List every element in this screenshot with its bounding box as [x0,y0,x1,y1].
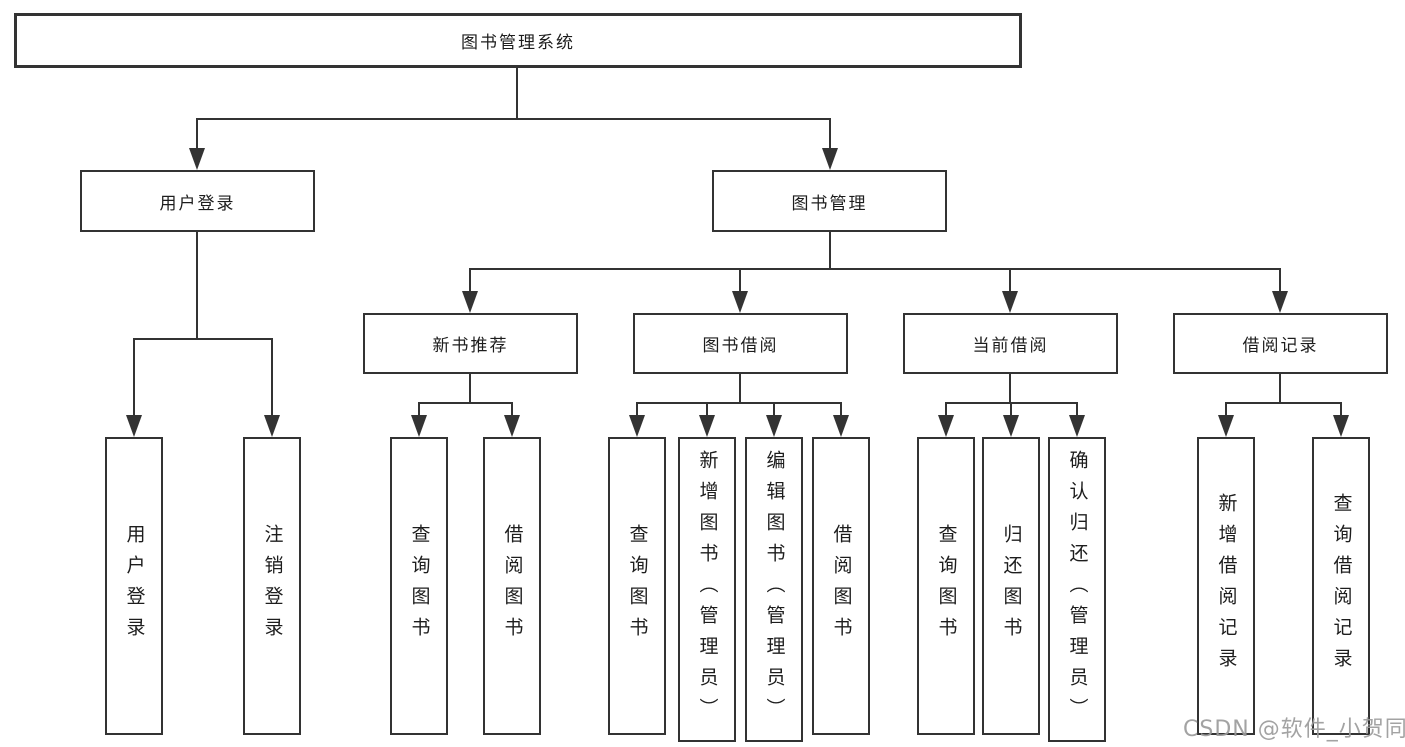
arrow-down-icon [1272,291,1288,313]
connector-vline [773,404,775,415]
node-confirm-return-admin-label: 确认归还（管理员） [1066,450,1089,729]
node-new-book-recommend: 新书推荐 [363,313,578,374]
connector-vline [1009,374,1011,404]
arrow-down-icon [822,148,838,170]
node-query-book-borrow-label: 查询图书 [626,524,649,648]
connector-vline [1076,404,1078,415]
node-query-borrow-record-label: 查询借阅记录 [1330,493,1353,679]
node-edit-book-admin-label: 编辑图书（管理员） [763,450,786,729]
connector-vline [829,120,831,148]
arrow-down-icon [1002,291,1018,313]
connector-hline [418,402,513,404]
connector-vline [739,270,741,291]
node-current-borrow-label: 当前借阅 [972,336,1049,356]
connector-vline [706,404,708,415]
node-logout: 注销登录 [243,437,301,735]
arrow-down-icon [699,415,715,437]
node-book-borrow-label: 图书借阅 [702,336,779,356]
node-add-book-admin-label: 新增图书（管理员） [696,450,719,729]
connector-hline [196,118,831,120]
connector-hline [945,402,1078,404]
node-borrow-records-label: 借阅记录 [1242,336,1319,356]
connector-vline [1010,404,1012,415]
node-borrow-records: 借阅记录 [1173,313,1388,374]
connector-vline [945,404,947,415]
connector-hline [636,402,842,404]
node-borrow-book: 借阅图书 [812,437,870,735]
connector-vline [271,340,273,415]
node-query-book-borrow: 查询图书 [608,437,666,735]
connector-vline [1225,404,1227,415]
node-query-book-current: 查询图书 [917,437,975,735]
node-root-label: 图书管理系统 [461,33,575,53]
arrow-down-icon [264,415,280,437]
connector-vline [1340,404,1342,415]
node-query-book-current-label: 查询图书 [935,524,958,648]
arrow-down-icon [411,415,427,437]
connector-vline [1279,374,1281,404]
arrow-down-icon [126,415,142,437]
connector-hline [133,338,273,340]
node-borrow-book-label: 借阅图书 [830,524,853,648]
connector-vline [196,120,198,148]
arrow-down-icon [833,415,849,437]
connector-hline [469,268,1281,270]
connector-vline [469,374,471,404]
node-book-management-label: 图书管理 [791,193,868,214]
arrow-down-icon [462,291,478,313]
arrow-down-icon [1069,415,1085,437]
connector-vline [1279,270,1281,291]
arrow-down-icon [766,415,782,437]
arrow-down-icon [504,415,520,437]
node-borrow-book-recommend-label: 借阅图书 [501,524,524,648]
node-login: 用户登录 [105,437,163,735]
arrow-down-icon [732,291,748,313]
node-confirm-return-admin: 确认归还（管理员） [1048,437,1106,742]
node-edit-book-admin: 编辑图书（管理员） [745,437,803,742]
arrow-down-icon [189,148,205,170]
arrow-down-icon [1218,415,1234,437]
connector-vline [133,340,135,415]
node-login-label: 用户登录 [123,524,146,648]
node-borrow-book-recommend: 借阅图书 [483,437,541,735]
node-new-book-recommend-label: 新书推荐 [432,336,509,356]
connector-hline [1225,402,1342,404]
node-book-borrow: 图书借阅 [633,313,848,374]
connector-vline [739,374,741,404]
connector-vline [516,68,518,120]
connector-vline [469,270,471,291]
node-query-book-recommend: 查询图书 [390,437,448,735]
connector-vline [196,232,198,338]
connector-vline [418,404,420,415]
arrow-down-icon [938,415,954,437]
connector-vline [636,404,638,415]
node-add-borrow-record-label: 新增借阅记录 [1215,493,1238,679]
connector-vline [1009,270,1011,291]
node-logout-label: 注销登录 [261,524,284,648]
node-user-login-label: 用户登录 [159,193,236,214]
watermark: CSDN @软件_小贺同学 [1183,717,1405,742]
connector-vline [840,404,842,415]
node-book-management: 图书管理 [712,170,947,232]
node-return-book-label: 归还图书 [1000,524,1023,648]
node-root: 图书管理系统 [14,13,1022,68]
arrow-down-icon [1333,415,1349,437]
node-user-login: 用户登录 [80,170,315,232]
connector-vline [511,404,513,415]
node-return-book: 归还图书 [982,437,1040,735]
node-current-borrow: 当前借阅 [903,313,1118,374]
node-add-borrow-record: 新增借阅记录 [1197,437,1255,735]
node-query-book-recommend-label: 查询图书 [408,524,431,648]
arrow-down-icon [1003,415,1019,437]
connector-vline [829,232,831,268]
node-query-borrow-record: 查询借阅记录 [1312,437,1370,735]
node-add-book-admin: 新增图书（管理员） [678,437,736,742]
arrow-down-icon [629,415,645,437]
